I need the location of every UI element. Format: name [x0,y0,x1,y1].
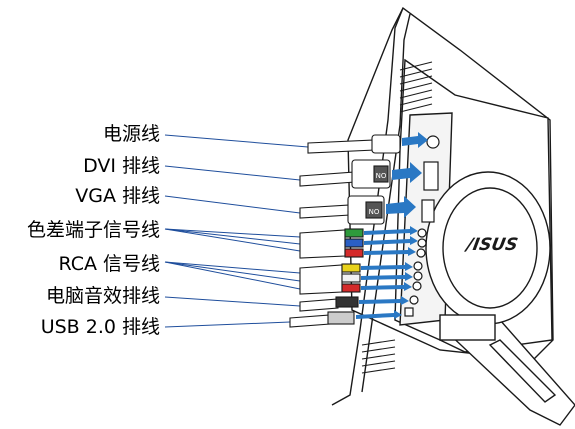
arrow-power [402,132,428,148]
brand-logo: /ISUS [463,235,519,255]
cable-vga [299,204,351,219]
port-dvi [423,161,439,191]
connector-vga-badge-text: NO [369,208,380,216]
monitor-inner-edge [331,7,404,406]
port-rca-2 [413,271,423,281]
leader-line-rca-2 [164,261,301,282]
monitor-stand [425,171,575,426]
arrow-component-2 [364,236,418,245]
label-rca-cable: RCA 信号线 [58,253,160,275]
cable-dvi [299,171,356,187]
arrow-audio [359,296,409,305]
leader-lines [164,134,309,328]
vent-top [399,61,433,113]
port-rca-1 [413,261,423,271]
cable-audio [299,298,339,312]
label-vga-cable: VGA 排线 [75,185,160,207]
connector-vga-badge [365,201,383,219]
label-usb-cable: USB 2.0 排线 [40,316,160,338]
arrow-rca-2 [361,272,413,281]
port-vga [421,199,435,223]
arrow-usb [356,310,402,319]
label-power-cord: 电源线 [102,123,160,145]
cable-component [299,229,346,259]
arrow-component-3 [364,247,416,256]
leader-line-rca-1 [164,261,301,274]
plug-rca-yellow [341,263,361,273]
label-dvi-cable: DVI 排线 [83,155,160,177]
plug-component-blue [344,238,364,248]
arrow-component-1 [364,226,418,235]
label-component-cable: 色差端子信号线 [26,219,160,241]
stand-slot [488,339,557,403]
ports [404,135,440,317]
arrow-rca-3 [361,282,412,291]
stand-neck [439,314,496,341]
port-rca-3 [412,281,422,291]
leader-line-vga [164,195,301,214]
port-component-3 [416,248,426,258]
port-power [426,135,440,149]
leader-line-audio [164,296,301,307]
arrow-vga [386,196,416,218]
plug-usb [327,311,355,325]
arrow-dvi [392,162,422,183]
leader-line-usb [164,321,291,328]
cable-usb [289,314,331,328]
vent-bottom [361,339,396,374]
port-usb [404,307,414,317]
cables [289,134,401,328]
port-component-1 [417,228,427,238]
arrows [356,132,428,319]
leader-line-component-1 [164,228,301,238]
connector-dvi-badge-text: NO [376,172,387,180]
plug-rca-white [341,273,361,283]
cable-rca [299,264,343,295]
leader-line-rca-3 [164,261,301,290]
port-audio [409,295,419,305]
plug-audio [335,296,359,308]
leader-line-component-2 [164,228,301,245]
leader-line-component-3 [164,228,301,252]
plug-rca-red [341,283,361,293]
leader-line-power [164,134,309,148]
label-audio-cable: 电脑音效排线 [45,285,160,307]
monitor-side-edge [361,13,411,393]
port-component-2 [417,238,427,248]
stand-hinge-inner [442,187,538,309]
leader-line-dvi [164,165,301,181]
plug-component-green [344,228,364,238]
connector-power [371,134,401,154]
connector-dvi-badge [373,165,389,183]
arrow-rca-1 [361,262,413,271]
plug-component-red [344,248,364,258]
